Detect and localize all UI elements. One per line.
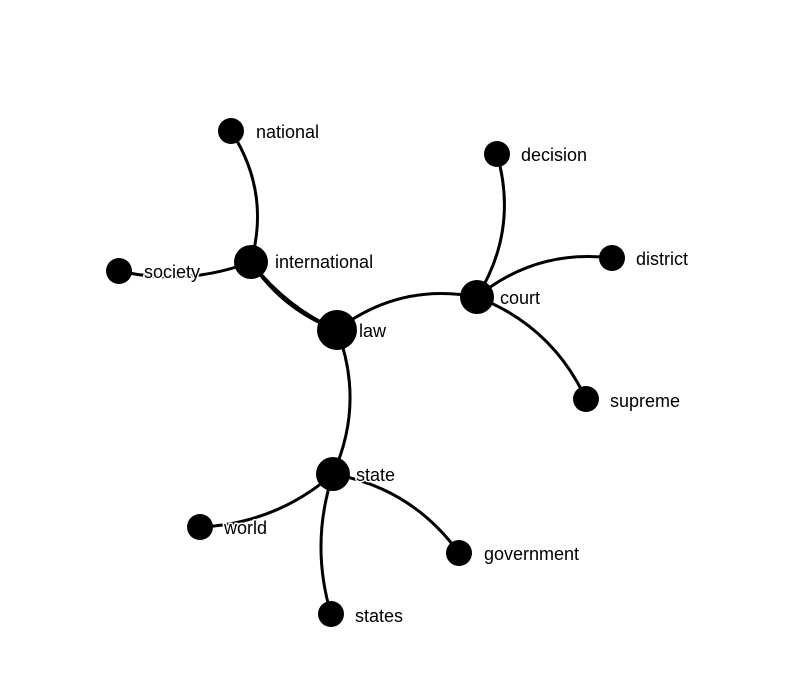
- edge-law-state: [331, 329, 352, 475]
- node-label-district: district: [636, 249, 688, 269]
- edge-international-national: [229, 130, 260, 263]
- node-label-world: world: [223, 518, 267, 538]
- node-law[interactable]: [317, 310, 357, 350]
- edge-court-decision: [475, 153, 506, 298]
- node-label-states: states: [355, 606, 403, 626]
- node-national[interactable]: [218, 118, 244, 144]
- node-label-national: national: [256, 122, 319, 142]
- node-supreme[interactable]: [573, 386, 599, 412]
- node-court[interactable]: [460, 280, 494, 314]
- node-world[interactable]: [187, 514, 213, 540]
- node-label-international: international: [275, 252, 373, 272]
- node-label-supreme: supreme: [610, 391, 680, 411]
- node-label-decision: decision: [521, 145, 587, 165]
- edge-court-district: [476, 254, 613, 299]
- node-states[interactable]: [318, 601, 344, 627]
- node-label-government: government: [484, 544, 579, 564]
- edge-state-states: [319, 473, 335, 615]
- edge-state-government: [332, 472, 461, 554]
- node-society[interactable]: [106, 258, 132, 284]
- labels-layer: law international court state national societ…: [143, 121, 690, 628]
- edges-layer: [118, 130, 613, 615]
- node-label-state: state: [356, 465, 395, 485]
- node-decision[interactable]: [484, 141, 510, 167]
- node-district[interactable]: [599, 245, 625, 271]
- node-international[interactable]: [234, 245, 268, 279]
- node-government[interactable]: [446, 540, 472, 566]
- nodes-layer: [106, 118, 625, 627]
- node-label-court: court: [500, 288, 540, 308]
- edge-state-world: [199, 472, 334, 529]
- node-label-law: law: [359, 321, 387, 341]
- node-state[interactable]: [316, 457, 350, 491]
- edge-law-court: [336, 292, 478, 332]
- edge-court-supreme: [476, 295, 588, 400]
- node-label-society: society: [144, 262, 200, 282]
